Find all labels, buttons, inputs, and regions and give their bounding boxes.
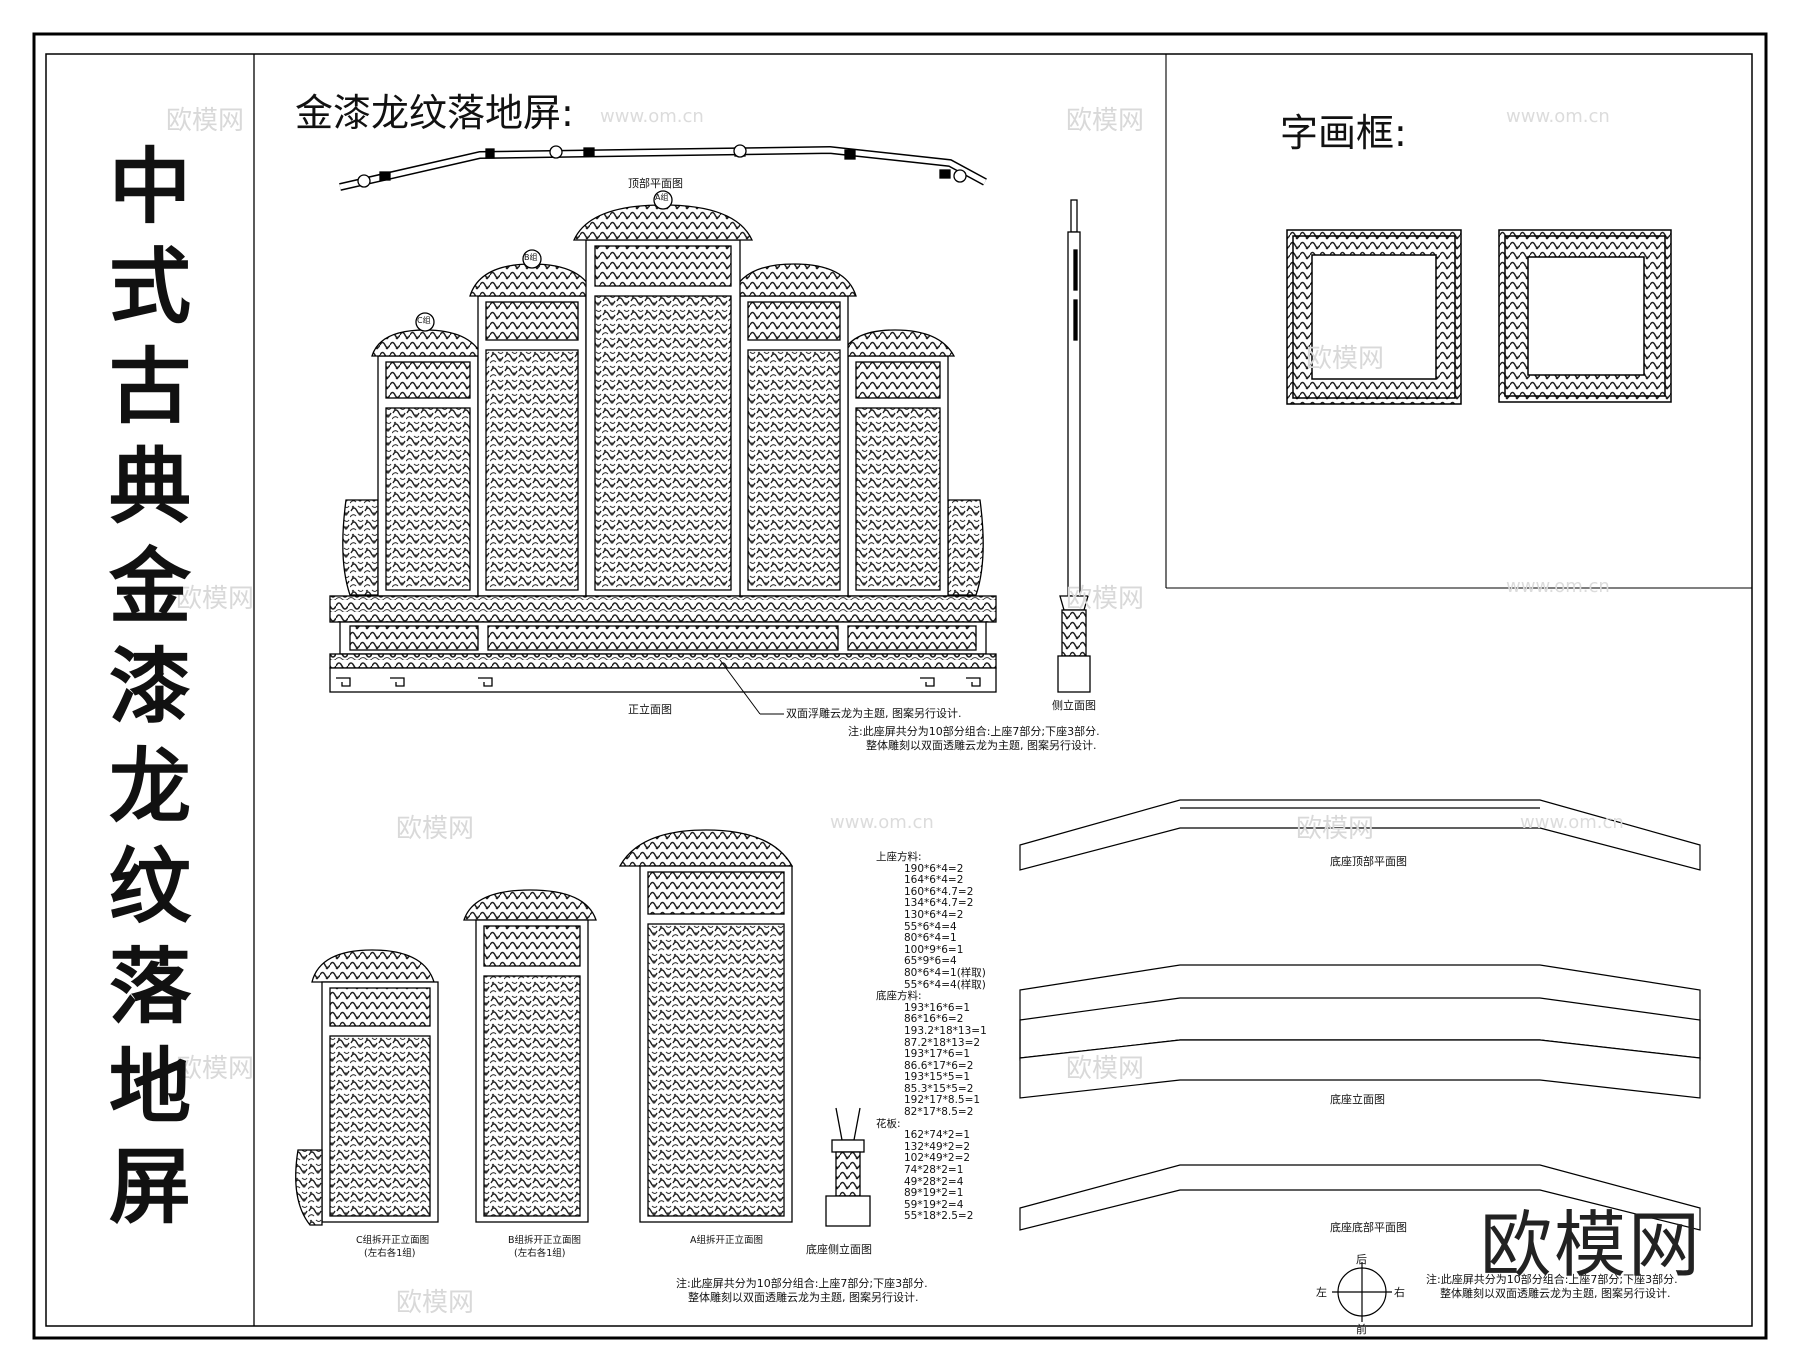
b-group-detail-sub: (左右各1组): [514, 1248, 566, 1259]
watermark: 欧模网: [1066, 584, 1145, 614]
materials-item: 193*15*5=1: [904, 1071, 971, 1084]
materials-item: 80*6*4=1: [904, 932, 957, 945]
note-3-line-2: 整体雕刻以双面透雕云龙为主题, 图案另行设计.: [1440, 1287, 1671, 1300]
materials-item: 193*17*6=1: [904, 1048, 971, 1061]
a-group-detail-drawing: [618, 829, 794, 1223]
top-plan-drawing: [339, 144, 987, 191]
base-elevation-drawing: [1019, 964, 1701, 1099]
front-elevation-drawing: [329, 190, 997, 715]
watermark-url: www.om.cn: [1520, 812, 1624, 833]
materials-item: 130*6*4=2: [904, 908, 964, 921]
c-group-detail-sub: (左右各1组): [364, 1248, 416, 1259]
base-bottom-plan-label: 底座底部平面图: [1330, 1221, 1407, 1234]
watermark: 欧模网: [396, 814, 475, 844]
watermark-url: www.om.cn: [600, 106, 704, 127]
materials-item: 160*6*4.7=2: [904, 885, 974, 898]
base-top-plan-label: 底座顶部平面图: [1330, 855, 1407, 868]
front-elevation-label: 正立面图: [628, 703, 672, 716]
materials-item: 164*6*4=2: [904, 874, 964, 887]
c-group-detail-label: C组拆开正立面图: [356, 1235, 430, 1246]
materials-item: 87.2*18*13=2: [904, 1036, 981, 1049]
b-group-detail-drawing: [463, 889, 597, 1223]
top-plan-label: 顶部平面图: [628, 177, 683, 190]
group-a-marker: A组: [655, 193, 669, 202]
compass-rose: [1332, 1262, 1392, 1322]
note-2-line-1: 注:此座屏共分为10部分组合:上座7部分;下座3部分.: [676, 1277, 928, 1290]
note-1-line-1: 注:此座屏共分为10部分组合:上座7部分;下座3部分.: [848, 725, 1100, 738]
materials-item: 162*74*2=1: [904, 1129, 971, 1142]
materials-item: 102*49*2=2: [904, 1152, 971, 1165]
materials-heading: 上座方料:: [876, 851, 922, 863]
side-elevation-label: 侧立面图: [1052, 699, 1096, 712]
carving-note: 双面浮雕云龙为主题, 图案另行设计.: [786, 707, 962, 720]
compass-south: 前: [1356, 1323, 1367, 1336]
materials-item: 65*9*6=4: [904, 955, 957, 968]
materials-item: 89*19*2=1: [904, 1187, 964, 1200]
materials-item: 132*49*2=2: [904, 1140, 971, 1153]
a-group-detail-label: A组拆开正立面图: [690, 1235, 763, 1246]
watermark: 欧模网: [1296, 814, 1375, 844]
materials-heading: 底座方料:: [876, 990, 922, 1003]
materials-item: 85.3*15*5=2: [904, 1082, 974, 1095]
materials-item: 193.2*18*13=1: [904, 1024, 987, 1037]
watermark: 欧模网: [1066, 1054, 1145, 1084]
watermark: 欧模网: [396, 1288, 475, 1318]
watermark: 欧模网: [166, 106, 245, 136]
materials-item: 134*6*4.7=2: [904, 897, 974, 910]
materials-item: 80*6*4=1(样取): [904, 966, 986, 979]
materials-item: 55*18*2.5=2: [904, 1210, 974, 1223]
picture-frame-1: [1286, 229, 1462, 405]
c-group-detail-drawing: [295, 949, 439, 1226]
watermark-url: www.om.cn: [830, 812, 934, 833]
compass-north: 后: [1356, 1253, 1367, 1266]
compass-west: 左: [1316, 1286, 1327, 1299]
picture-frame-2: [1498, 229, 1672, 403]
materials-item: 55*6*4=4: [904, 920, 957, 933]
materials-item: 74*28*2=1: [904, 1164, 964, 1177]
watermark: 欧模网: [176, 1054, 255, 1084]
materials-item: 86*16*6=2: [904, 1013, 964, 1026]
watermark-url: www.om.cn: [1506, 106, 1610, 127]
materials-item: 49*28*2=4: [904, 1175, 964, 1188]
vertical-title: 中式古典金漆龙纹落地屏: [108, 140, 191, 1235]
watermark: 欧模网: [1066, 106, 1145, 136]
watermark: 欧模网: [176, 584, 255, 614]
materials-item: 190*6*4=2: [904, 862, 964, 875]
screen-section-title: 金漆龙纹落地屏:: [295, 91, 574, 135]
brand-watermark: 欧模网: [1480, 1203, 1703, 1287]
note-3-line-1: 注:此座屏共分为10部分组合:上座7部分;下座3部分.: [1426, 1273, 1678, 1286]
note-2-line-2: 整体雕刻以双面透雕云龙为主题, 图案另行设计.: [688, 1291, 919, 1304]
materials-item: 59*19*2=4: [904, 1198, 964, 1211]
group-c-marker: C组: [417, 316, 431, 325]
base-bottom-plan-drawing: [1019, 1164, 1701, 1231]
materials-item: 86.6*17*6=2: [904, 1059, 974, 1072]
materials-item: 193*16*6=1: [904, 1001, 971, 1014]
side-elevation-drawing: [1057, 199, 1091, 693]
base-top-plan-drawing: [1019, 799, 1701, 871]
materials-item: 55*6*4=4(样取): [904, 978, 986, 991]
watermark: 欧模网: [1306, 344, 1385, 374]
watermark-url: www.om.cn: [1506, 576, 1610, 597]
group-b-marker: B组: [524, 253, 538, 262]
materials-item: 82*17*8.5=2: [904, 1106, 974, 1119]
materials-heading: 花板:: [876, 1117, 901, 1130]
frame-section-title: 字画框:: [1280, 111, 1407, 155]
base-side-elevation-label: 底座侧立面图: [806, 1243, 872, 1256]
inner-border: [45, 53, 1753, 1327]
base-elevation-label: 底座立面图: [1330, 1093, 1385, 1106]
note-1-line-2: 整体雕刻以双面透雕云龙为主题, 图案另行设计.: [866, 739, 1097, 752]
base-side-elevation-drawing: [825, 1107, 871, 1227]
materials-item: 192*17*8.5=1: [904, 1094, 981, 1107]
outer-border: [32, 32, 1768, 1340]
materials-item: 100*9*6=1: [904, 943, 964, 956]
compass-east: 右: [1394, 1286, 1405, 1299]
b-group-detail-label: B组拆开正立面图: [508, 1235, 582, 1246]
